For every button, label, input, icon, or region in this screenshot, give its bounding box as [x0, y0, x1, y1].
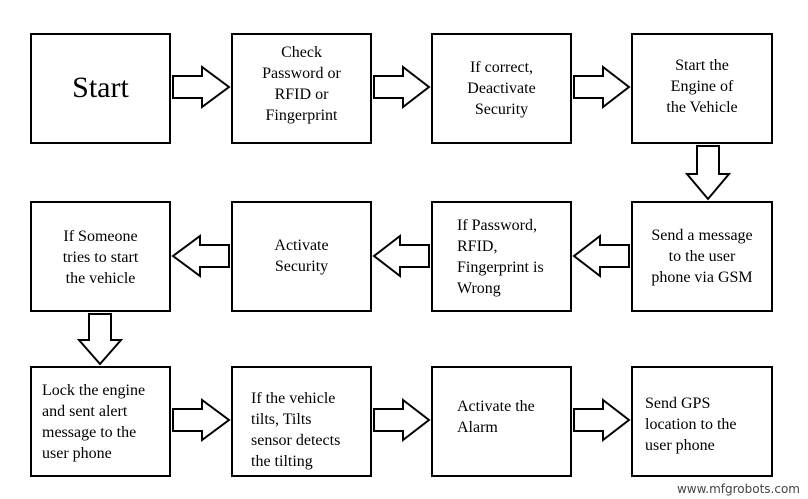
- send-message-box: Send a message to the user phone via GSM: [631, 201, 773, 312]
- deactivate-security-label: If correct, Deactivate Security: [467, 59, 536, 118]
- activate-security-label: Activate Security: [274, 237, 329, 275]
- arrow-deactivate-to-engine: [573, 64, 631, 110]
- someone-tries-box: If Someone tries to start the vehicle: [30, 201, 171, 312]
- arrow-wrong-to-activate: [372, 233, 430, 279]
- check-credentials-label: Check Password or RFID or Fingerprint: [262, 44, 341, 124]
- check-credentials-box: Check Password or RFID or Fingerprint: [231, 33, 372, 144]
- arrow-lock-to-tilt: [172, 398, 231, 442]
- wrong-credentials-box: If Password, RFID, Fingerprint is Wrong: [431, 201, 572, 312]
- arrow-tilt-to-alarm: [373, 397, 431, 443]
- deactivate-security-box: If correct, Deactivate Security: [431, 33, 572, 144]
- arrow-someone-to-lock: [76, 313, 124, 366]
- send-gps-box: Send GPS location to the user phone: [631, 366, 773, 477]
- arrow-activate-to-someone: [171, 234, 230, 278]
- arrow-start-to-check: [172, 65, 231, 109]
- arrow-message-to-wrong: [572, 233, 630, 279]
- lock-engine-label: Lock the engine and sent alert message t…: [42, 382, 146, 462]
- watermark: www.mfgrobots.com: [676, 482, 800, 496]
- start-label: Start: [72, 71, 129, 104]
- start-engine-label: Start the Engine of the Vehicle: [666, 57, 738, 116]
- tilt-sensor-box: If the vehicle tilts, Tilts sensor detec…: [231, 366, 372, 477]
- send-gps-label: Send GPS location to the user phone: [645, 395, 737, 454]
- start-engine-box: Start the Engine of the Vehicle: [631, 33, 773, 144]
- arrow-engine-to-message: [684, 145, 732, 201]
- activate-alarm-box: Activate the Alarm: [431, 366, 572, 477]
- send-message-label: Send a message to the user phone via GSM: [651, 227, 753, 286]
- activate-alarm-label: Activate the Alarm: [457, 398, 535, 436]
- arrow-check-to-deactivate: [373, 64, 431, 110]
- lock-engine-box: Lock the engine and sent alert message t…: [30, 366, 171, 477]
- arrow-alarm-to-gps: [573, 397, 631, 443]
- tilt-sensor-label: If the vehicle tilts, Tilts sensor detec…: [251, 390, 341, 470]
- someone-tries-label: If Someone tries to start the vehicle: [62, 228, 139, 287]
- activate-security-box: Activate Security: [231, 201, 372, 312]
- wrong-credentials-label: If Password, RFID, Fingerprint is Wrong: [457, 217, 544, 297]
- start-box: Start: [30, 33, 171, 144]
